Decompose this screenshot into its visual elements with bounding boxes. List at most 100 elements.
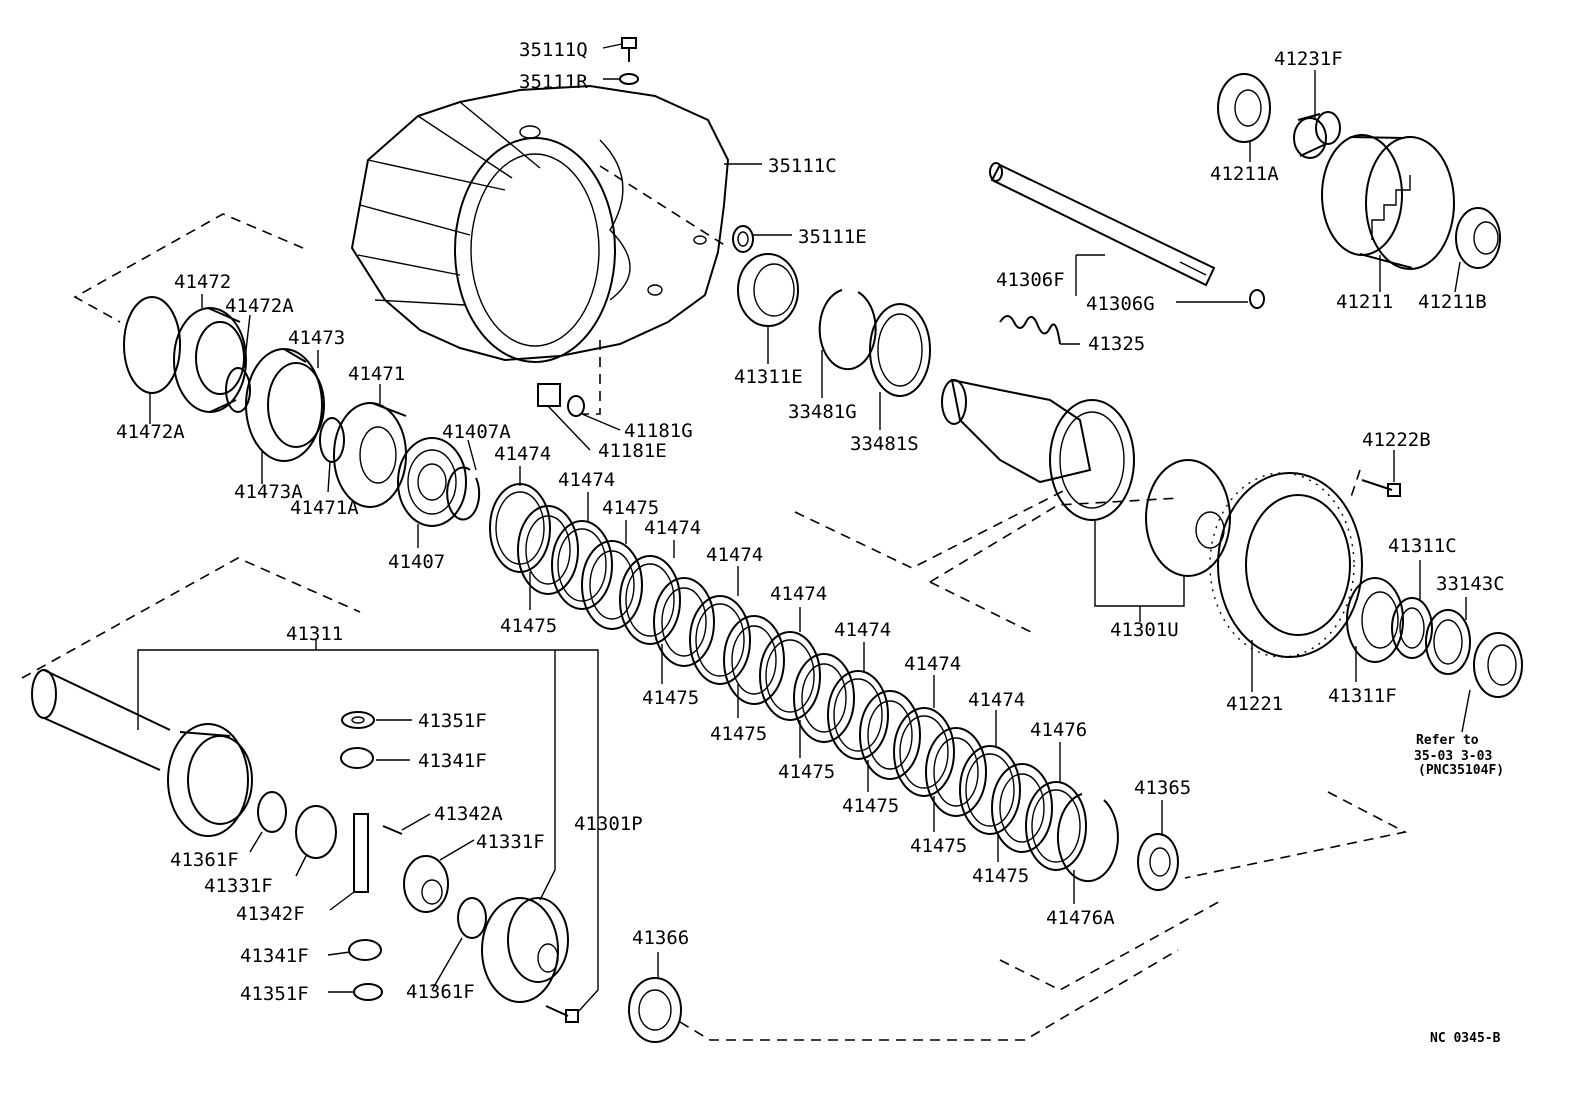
label-35111C: 35111C — [768, 155, 837, 177]
label-41475: 41475 — [972, 865, 1029, 887]
clutch-disc — [581, 540, 643, 630]
label-41475: 41475 — [910, 835, 967, 857]
piston-41472 — [173, 294, 247, 413]
pinion-41341F-bottom — [327, 939, 382, 961]
label-41301P: 41301P — [574, 813, 643, 835]
snap-ring-41306G — [1176, 289, 1265, 309]
clutch-disc — [959, 745, 1021, 835]
shim-41311C — [1391, 560, 1433, 659]
bearing-41311F — [1346, 577, 1404, 682]
clutch-disc — [759, 631, 821, 721]
label-41311: 41311 — [286, 623, 343, 645]
label-41476: 41476 — [1030, 719, 1087, 741]
label-41475: 41475 — [710, 723, 767, 745]
clutch-disc — [517, 505, 579, 595]
label-41475: 41475 — [778, 761, 835, 783]
hub-41407 — [397, 437, 467, 548]
label-41341F-bottom: 41341F — [240, 945, 309, 967]
part-labels: 35111Q 35111R 35111C 35111E 41231F 41211… — [116, 39, 1505, 1046]
label-41181E: 41181E — [598, 440, 667, 462]
label-41331F-right: 41331F — [476, 831, 545, 853]
clutch-disc — [689, 595, 751, 685]
snap-ring-33481G — [818, 289, 877, 398]
label-41351F-bottom: 41351F — [240, 983, 309, 1005]
label-41475: 41475 — [602, 497, 659, 519]
label-41475: 41475 — [500, 615, 557, 637]
pin-41342A — [382, 813, 431, 835]
washer-35111R — [603, 73, 639, 85]
shaft-41306F — [989, 162, 1216, 296]
o-ring-41472A-top — [225, 314, 251, 413]
transfer-drive-41301U — [941, 378, 1231, 622]
o-ring-41472A-bot — [123, 296, 181, 424]
label-41311C: 41311C — [1388, 535, 1457, 557]
label-41474: 41474 — [770, 583, 827, 605]
differential-case-41211 — [1321, 134, 1455, 292]
label-41474: 41474 — [558, 469, 615, 491]
label-41222B: 41222B — [1362, 429, 1431, 451]
label-41342F: 41342F — [236, 903, 305, 925]
label-41211A: 41211A — [1210, 163, 1279, 185]
clutch-disc — [619, 555, 681, 645]
clutch-disc — [859, 690, 921, 780]
label-41311E: 41311E — [734, 366, 803, 388]
label-41473: 41473 — [288, 327, 345, 349]
label-41211: 41211 — [1336, 291, 1393, 313]
ref-note-line2: 35-03 3-03 — [1414, 749, 1492, 764]
snap-ring-41407A — [446, 439, 481, 521]
label-41301U: 41301U — [1110, 619, 1179, 641]
bushing-41231F — [1293, 70, 1341, 159]
clutch-disc — [551, 520, 613, 610]
label-33143C: 33143C — [1436, 573, 1505, 595]
side-gear-41331F-right — [403, 839, 475, 913]
label-41476A: 41476A — [1046, 907, 1115, 929]
gasket-41181G — [567, 395, 621, 431]
ring-33143C — [1425, 597, 1471, 675]
label-41341F-top: 41341F — [418, 750, 487, 772]
label-41221: 41221 — [1226, 693, 1283, 715]
label-41211B: 41211B — [1418, 291, 1487, 313]
label-41351F-top: 41351F — [418, 710, 487, 732]
label-41475: 41475 — [642, 687, 699, 709]
ring-gear-41221 — [1209, 472, 1363, 692]
label-41474: 41474 — [494, 443, 551, 465]
side-gear-41331F-left — [295, 805, 337, 877]
label-41471: 41471 — [348, 363, 405, 385]
clutch-pack — [489, 466, 1119, 904]
label-41474: 41474 — [706, 544, 763, 566]
seal-35111E — [732, 225, 792, 253]
clutch-flange-41476 — [1025, 781, 1087, 871]
washer-41361F-left — [249, 791, 287, 853]
washer-41361F-right — [431, 897, 487, 991]
bearing-41311E — [737, 253, 799, 364]
clutch-disc — [893, 707, 955, 797]
label-41311F-right: 41311F — [1328, 685, 1397, 707]
piston-41473 — [245, 348, 325, 484]
label-41361F-left: 41361F — [170, 849, 239, 871]
label-35111Q: 35111Q — [519, 39, 588, 61]
clutch-disc — [991, 763, 1053, 853]
label-33481S: 33481S — [850, 433, 919, 455]
assembly-outlines — [21, 165, 1408, 1041]
seal-41365 — [1137, 800, 1179, 891]
gasket-41366 — [628, 952, 682, 1043]
label-41366: 41366 — [632, 927, 689, 949]
shaft-41311 — [31, 640, 599, 1013]
label-41474: 41474 — [904, 653, 961, 675]
ref-note-line3: (PNC35104F) — [1418, 763, 1504, 778]
label-35111R: 35111R — [519, 71, 588, 93]
washer-41351F-bottom — [328, 983, 383, 1001]
drawing-code: NC 0345-B — [1430, 1031, 1501, 1046]
bolt-35111Q — [602, 37, 637, 62]
transaxle-housing — [350, 84, 730, 363]
label-41407: 41407 — [388, 551, 445, 573]
synchro-ring-33481S — [869, 303, 931, 430]
label-41306F: 41306F — [996, 269, 1065, 291]
label-41474: 41474 — [834, 619, 891, 641]
clutch-disc — [489, 483, 551, 573]
piston-41471 — [333, 384, 407, 508]
label-41331F-left: 41331F — [204, 875, 273, 897]
label-41473A: 41473A — [234, 481, 303, 503]
label-41407A: 41407A — [442, 421, 511, 443]
